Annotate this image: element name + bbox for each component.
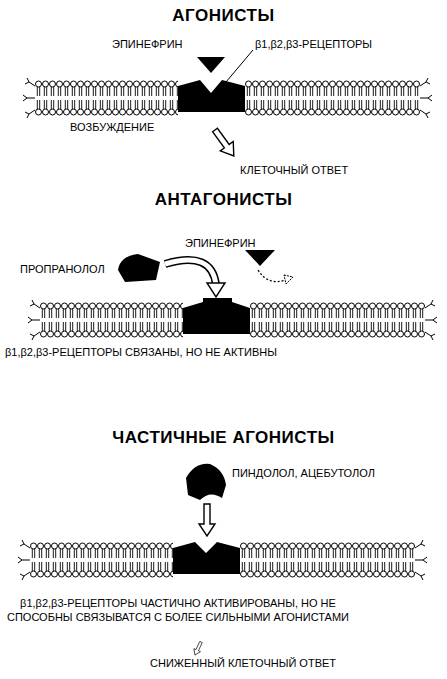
receptor xyxy=(173,542,240,574)
response-label: КЛЕТОЧНЫЙ ОТВЕТ xyxy=(240,163,420,177)
pindolol-symbol xyxy=(186,464,226,500)
membrane xyxy=(23,78,432,118)
curved-hollow-arrow xyxy=(165,260,225,297)
drug-label: ЭПИНЕФРИН xyxy=(185,236,305,250)
leader-line xyxy=(226,50,253,82)
hollow-arrow xyxy=(192,640,205,656)
drug-label: ЭПИНЕФРИН xyxy=(112,37,212,51)
section-title: АНТАГОНИСТЫ xyxy=(0,190,447,210)
epinephrine-symbol xyxy=(197,57,225,73)
dotted-arrow xyxy=(258,270,286,282)
state-label: β1,β2,β3-РЕЦЕПТОРЫ СВЯЗАНЫ, НО НЕ АКТИВН… xyxy=(5,345,442,359)
receptor xyxy=(183,298,250,334)
section-title: ЧАСТИЧНЫЕ АГОНИСТЫ xyxy=(0,428,447,448)
epinephrine-symbol xyxy=(245,250,275,266)
section-title: АГОНИСТЫ xyxy=(0,6,447,26)
state-label: β1,β2,β3-РЕЦЕПТОРЫ ЧАСТИЧНО АКТИВИРОВАНЫ… xyxy=(2,596,354,624)
hollow-arrow xyxy=(199,504,215,536)
response-label: СНИЖЕННЫЙ КЛЕТОЧНЫЙ ОТВЕТ xyxy=(150,656,410,670)
hollow-arrow xyxy=(209,125,241,160)
drug-label: ПИНДОЛОЛ, АЦЕБУТОЛОЛ xyxy=(232,466,442,480)
receptor xyxy=(178,80,245,112)
drug-label: ПРОПРАНОЛОЛ xyxy=(20,262,120,276)
membrane xyxy=(18,540,427,580)
propranolol-symbol xyxy=(118,254,160,282)
effect-label: ВОЗБУЖДЕНИЕ xyxy=(70,120,190,134)
receptor-label: β1,β2,β3-РЕЦЕПТОРЫ xyxy=(255,37,435,51)
dotted-arrow-head xyxy=(284,275,293,284)
